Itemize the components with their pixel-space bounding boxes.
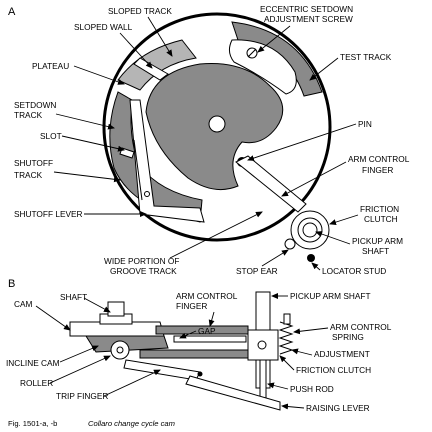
arm-control-spring [278,321,294,355]
label-eccentric-line2: ADJUSTMENT SCREW [264,14,353,24]
panel-label-b: B [8,278,15,290]
label-cam: CAM [14,299,33,309]
caption-title: Collaro change cycle cam [88,419,175,428]
label-wide-line1: WIDE PORTION OF [104,256,179,266]
label-setdown-line1: SETDOWN [14,100,56,110]
label-arm-control-finger-line1: ARM CONTROL [176,291,238,301]
center-spindle-hole [208,115,226,133]
eccentric-plate [228,39,297,95]
label-arm-control-line1: ARM CONTROL [348,154,410,164]
label-arm-control-finger-line2: FINGER [176,301,207,311]
label-arm-control-line2: FINGER [362,165,393,175]
base-plate [139,349,261,359]
figure-caption: Fig. 1501-a, -b Collaro change cycle cam [8,419,175,428]
label-roller: ROLLER [20,378,53,388]
locator-stud [307,254,315,262]
label-incline-cam: INCLINE CAM [6,358,60,368]
figure-b: B [8,278,294,411]
stop-ear [284,238,296,250]
label-slot: SLOT [40,131,62,141]
push-rod [259,359,267,399]
label-pickup-line1: PICKUP ARM [352,236,403,246]
raising-lever [185,375,281,411]
label-raising-lever: RAISING LEVER [306,403,370,413]
pickup-arm-shaft [302,222,318,238]
label-shutoff-line1: SHUTOFF [14,158,53,168]
label-friction-clutch: FRICTION CLUTCH [296,365,371,375]
label-plateau: PLATEAU [32,61,69,71]
label-shutoff-line2: TRACK [14,170,43,180]
label-pickup-arm-shaft: PICKUP ARM SHAFT [290,291,371,301]
label-arm-control-spring-line1: ARM CONTROL [330,322,392,332]
label-arm-control-spring-line2: SPRING [332,332,364,342]
label-stop-ear: STOP EAR [236,266,278,276]
label-shutoff-lever: SHUTOFF LEVER [14,209,83,219]
label-push-rod: PUSH ROD [290,384,334,394]
label-friction-line2: CLUTCH [364,214,398,224]
arm-control-finger [235,155,307,213]
panel-label-a: A [8,6,16,18]
label-setdown-line2: TRACK [14,110,43,120]
plateau-area [117,39,197,91]
label-eccentric-line1: ECCENTRIC SETDOWN [260,4,353,14]
label-gap: GAP [198,326,216,336]
label-friction-line1: FRICTION [360,204,399,214]
label-test-track: TEST TRACK [340,52,392,62]
label-sloped-track: SLOPED TRACK [108,6,172,16]
label-wide-line2: GROOVE TRACK [110,266,177,276]
sloped-wall [133,57,169,81]
label-sloped-wall: SLOPED WALL [74,22,133,32]
slot [133,139,143,201]
label-locator-stud: LOCATOR STUD [322,266,386,276]
figure-b-labels: CAM SHAFT ARM CONTROL FINGER PICKUP ARM … [6,291,392,413]
label-shaft: SHAFT [60,292,87,302]
figure-a-labels: SLOPED TRACK ECCENTRIC SETDOWN ADJUSTMEN… [14,4,410,276]
label-pin: PIN [358,119,372,129]
label-pickup-line2: SHAFT [362,246,389,256]
gap-bar [173,335,247,343]
trip-finger [123,359,201,381]
label-adjustment: ADJUSTMENT [314,349,370,359]
caption-fig-number: Fig. 1501-a, -b [8,419,57,428]
label-trip-finger: TRIP FINGER [56,391,108,401]
